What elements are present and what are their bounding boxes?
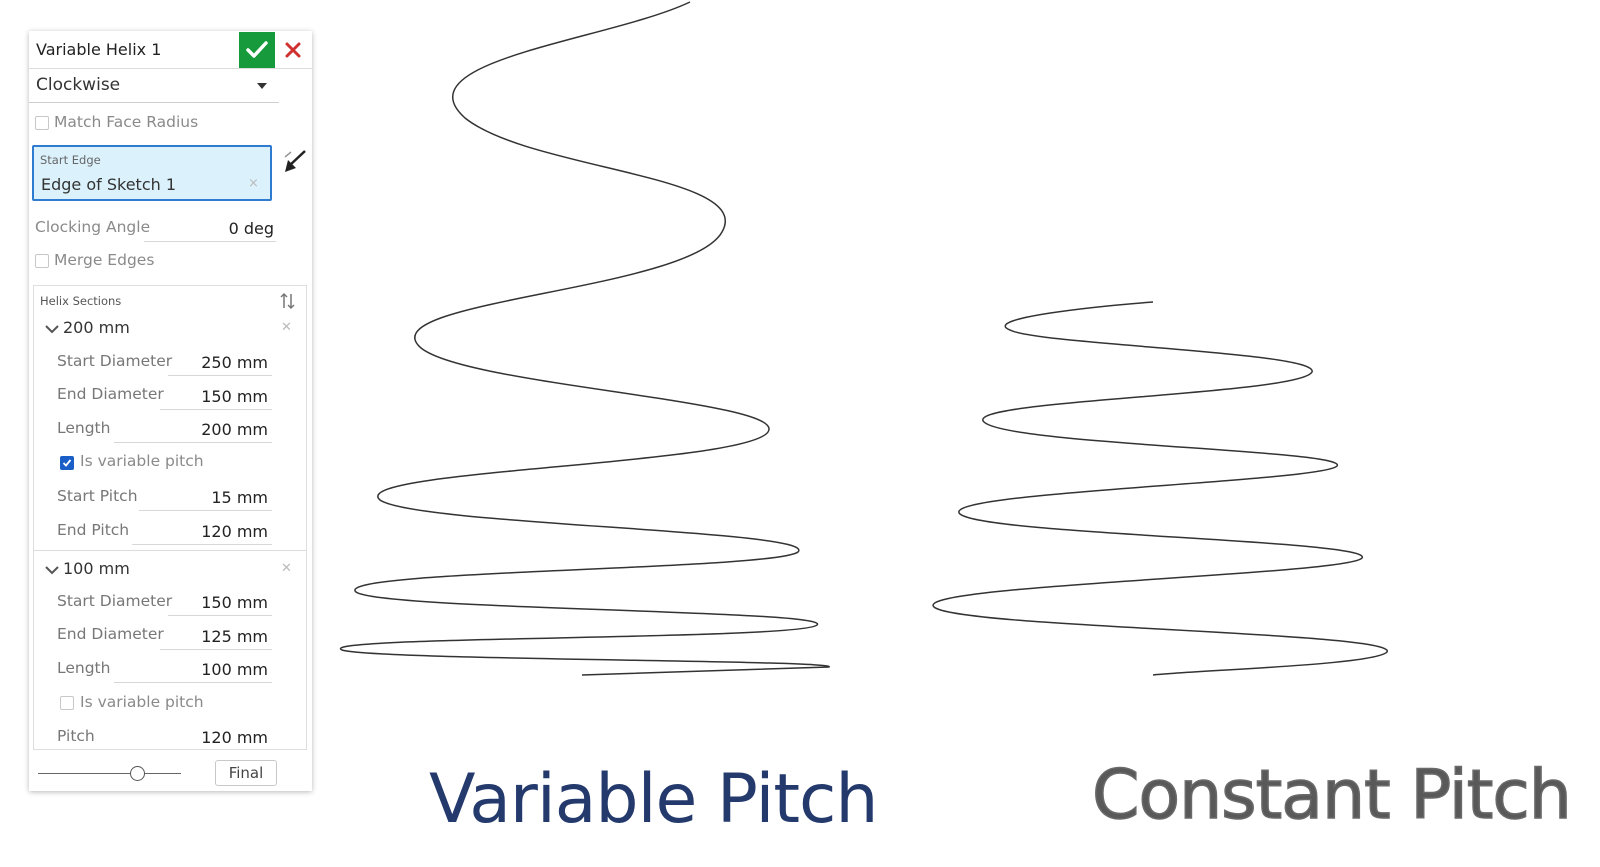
field-underline [139,510,272,511]
length-input[interactable]: 100 mm [201,660,268,679]
final-button[interactable]: Final [215,760,277,786]
section-2-toggle[interactable] [44,561,60,580]
match-face-radius-label: Match Face Radius [54,113,199,131]
dialog-title: Variable Helix 1 [36,40,162,59]
pitch-input[interactable]: 120 mm [201,728,268,747]
start-pitch-label: Start Pitch [57,487,138,505]
clocking-angle-input[interactable]: 0 deg [228,219,274,238]
remove-section-1-icon[interactable]: ✕ [281,320,292,335]
variable-pitch-caption: Variable Pitch [429,760,878,839]
section-1-toggle[interactable] [44,320,60,339]
chevron-down-icon [257,83,267,89]
helix-sections-list: Helix Sections 200 mm ✕ Start Diameter 2… [33,285,307,750]
merge-edges-label: Merge Edges [54,251,155,269]
end-pitch-label: End Pitch [57,521,130,539]
field-underline [114,442,272,443]
header-divider [29,68,312,69]
clocking-angle-label: Clocking Angle [35,218,151,236]
start-edge-value: Edge of Sketch 1 [41,175,177,194]
length-label: Length [57,419,111,437]
field-underline [160,409,272,410]
length-input[interactable]: 200 mm [201,420,268,439]
direction-dropdown[interactable]: Clockwise [29,68,279,103]
start-diameter-label: Start Diameter [57,592,173,610]
constant-pitch-caption: Constant Pitch [1091,755,1572,836]
section-2-title: 100 mm [63,559,130,578]
end-diameter-input[interactable]: 125 mm [201,627,268,646]
variable-pitch-helix[interactable] [339,1,830,676]
remove-section-2-icon[interactable]: ✕ [281,561,292,576]
section-divider [34,550,306,551]
rollback-slider-track[interactable] [38,773,181,774]
end-diameter-input[interactable]: 150 mm [201,387,268,406]
variable-pitch-checkbox[interactable] [60,696,74,710]
start-edge-label: Start Edge [40,153,101,167]
length-label: Length [57,659,111,677]
field-underline [114,682,272,683]
helix-sections-title: Helix Sections [40,294,122,308]
feature-dialog: Variable Helix 1 Clockwise Match Face Ra… [29,31,312,791]
chevron-down-icon [45,566,59,575]
variable-pitch-label: Is variable pitch [80,452,204,470]
flip-arrow-icon [284,150,306,172]
end-diameter-label: End Diameter [57,625,164,643]
end-diameter-label: End Diameter [57,385,164,403]
end-pitch-input[interactable]: 120 mm [201,522,268,541]
field-underline [132,544,272,545]
pitch-label: Pitch [57,727,95,745]
start-edge-field[interactable]: Start Edge Edge of Sketch 1 × [32,145,272,201]
reorder-button[interactable] [280,291,296,315]
accept-button[interactable] [239,32,275,68]
chevron-down-icon [45,325,59,334]
flip-direction-button[interactable] [281,148,309,180]
close-icon [285,42,301,58]
start-diameter-input[interactable]: 150 mm [201,593,268,612]
variable-pitch-label: Is variable pitch [80,693,204,711]
match-face-radius-checkbox[interactable] [35,116,49,130]
cancel-button[interactable] [278,32,308,68]
field-underline [160,649,272,650]
start-diameter-input[interactable]: 250 mm [201,353,268,372]
direction-value: Clockwise [36,75,121,95]
field-underline [168,375,272,376]
variable-pitch-checkbox[interactable] [60,456,74,470]
constant-pitch-helix[interactable] [932,301,1388,676]
start-pitch-input[interactable]: 15 mm [211,488,268,507]
field-underline [168,615,272,616]
start-diameter-label: Start Diameter [57,352,173,370]
clear-icon[interactable]: × [248,176,259,191]
rollback-slider-handle[interactable] [130,766,145,781]
check-icon [62,459,72,467]
sort-icon [280,292,295,310]
clocking-angle-underline [144,241,276,242]
merge-edges-checkbox[interactable] [35,254,49,268]
section-1-title: 200 mm [63,318,130,337]
check-icon [246,41,268,58]
